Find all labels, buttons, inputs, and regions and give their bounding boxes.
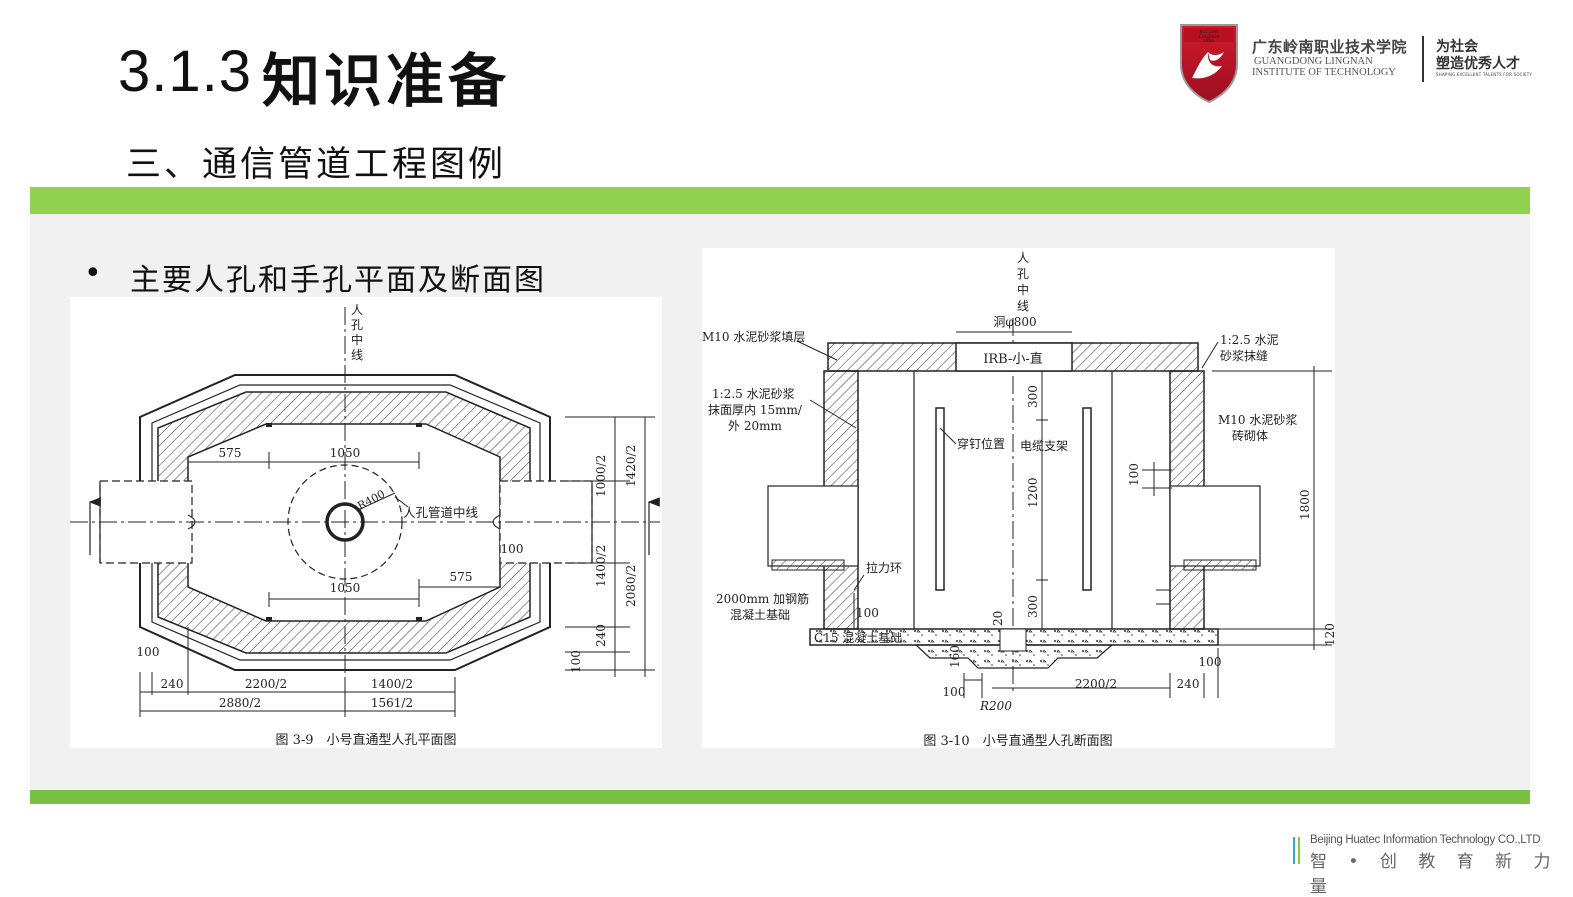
svg-text:300: 300 (1026, 385, 1040, 408)
svg-text:2880/2: 2880/2 (219, 696, 261, 710)
svg-text:R200: R200 (979, 699, 1012, 713)
svg-text:1400/2: 1400/2 (594, 545, 608, 587)
svg-text:线: 线 (1017, 299, 1029, 313)
svg-text:20: 20 (991, 611, 1005, 626)
svg-text:ZHIYE: ZHIYE (1203, 39, 1215, 43)
bottom-green-bar (30, 790, 1530, 804)
svg-text:1:2.5 水泥砂浆: 1:2.5 水泥砂浆 (712, 386, 795, 401)
svg-text:人孔管道中线: 人孔管道中线 (403, 505, 479, 520)
bullet-text: 主要人孔和手孔平面及断面图 (130, 263, 546, 298)
svg-text:孔: 孔 (351, 318, 363, 332)
manhole-section-figure: 人 孔 中 线 洞φ800 IRB-小-直 M10 水泥砂浆填层 1:2.5 水… (702, 248, 1337, 749)
manhole-section-drawing: 人 孔 中 线 洞φ800 IRB-小-直 M10 水泥砂浆填层 1:2.5 水… (702, 251, 1337, 749)
logo-divider (1422, 36, 1424, 82)
section-number: 3.1.3 (118, 39, 252, 104)
svg-text:砖砌体: 砖砌体 (1232, 428, 1268, 443)
svg-text:洞φ800: 洞φ800 (993, 315, 1036, 329)
svg-text:人: 人 (351, 303, 363, 317)
svg-text:M10 水泥砂浆: M10 水泥砂浆 (1218, 412, 1297, 427)
school-name-en-line2: INSTITUTE OF TECHNOLOGY (1252, 67, 1396, 78)
svg-text:100: 100 (856, 606, 879, 620)
svg-text:1050: 1050 (330, 581, 361, 595)
svg-text:拉力环: 拉力环 (866, 560, 902, 575)
footer-company-name: Beijing Huatec Information Technology CO… (1310, 834, 1541, 846)
svg-text:160: 160 (948, 645, 962, 668)
bullet-marker: • (84, 256, 102, 291)
svg-text:电缆支架: 电缆支架 (1020, 439, 1068, 453)
svg-text:100: 100 (1199, 655, 1222, 669)
svg-text:孔: 孔 (1017, 267, 1029, 281)
svg-text:100: 100 (569, 650, 583, 673)
svg-text:混凝土基础: 混凝土基础 (730, 607, 790, 622)
svg-text:100: 100 (1127, 463, 1141, 486)
school-logo: EST.2001 Lingnan ZHIYE 广东岭南职业技术学院 GUANGD… (1178, 22, 1548, 106)
svg-text:100: 100 (501, 542, 524, 556)
svg-text:2200/2: 2200/2 (245, 677, 287, 691)
svg-text:120: 120 (1323, 623, 1335, 646)
svg-text:2080/2: 2080/2 (624, 565, 638, 607)
svg-text:抹面厚内 15mm/: 抹面厚内 15mm/ (708, 403, 803, 417)
section-title: 知识准备 (262, 47, 511, 115)
svg-text:240: 240 (1177, 677, 1200, 691)
figure-left-caption: 图 3-9 小号直通型人孔平面图 (275, 733, 456, 748)
svg-text:C15 混凝土基础: C15 混凝土基础 (814, 630, 902, 645)
logo-slogan-line2: 塑造优秀人才 (1436, 56, 1520, 72)
svg-text:1420/2: 1420/2 (624, 445, 638, 487)
school-name-en-line1: GUANGDONG LINGNAN (1254, 56, 1373, 67)
svg-text:EST.2001: EST.2001 (1199, 29, 1218, 34)
footer-slogan: 智 • 创 教 育 新 力 量 (1310, 852, 1559, 897)
svg-text:M10 水泥砂浆填层: M10 水泥砂浆填层 (702, 329, 805, 344)
svg-text:1561/2: 1561/2 (371, 696, 413, 710)
svg-text:1800: 1800 (1298, 489, 1312, 520)
svg-text:575: 575 (219, 446, 242, 460)
manhole-plan-figure: R400 人孔管道中线 人 孔 中 线 575 1050 1050 575 10… (70, 297, 662, 748)
svg-text:1200: 1200 (1026, 477, 1040, 508)
svg-text:1:2.5 水泥: 1:2.5 水泥 (1220, 333, 1279, 347)
svg-text:1400/2: 1400/2 (371, 677, 413, 691)
svg-text:2000mm 加钢筋: 2000mm 加钢筋 (716, 591, 809, 606)
svg-text:1000/2: 1000/2 (594, 455, 608, 497)
svg-text:Lingnan: Lingnan (1198, 34, 1220, 40)
figure-right-caption: 图 3-10 小号直通型人孔断面图 (923, 734, 1112, 748)
logo-slogan-en: SHAPING EXCELLENT TALENTS FOR SOCIETY (1436, 72, 1533, 77)
svg-text:外 20mm: 外 20mm (728, 419, 782, 433)
svg-text:575: 575 (450, 570, 473, 584)
svg-text:100: 100 (137, 645, 160, 659)
slide-subtitle: 三、通信管道工程图例 (126, 145, 507, 185)
svg-text:240: 240 (594, 624, 608, 647)
svg-text:IRB-小-直: IRB-小-直 (983, 352, 1043, 367)
top-green-bar (30, 187, 1530, 214)
school-name-cn: 广东岭南职业技术学院 (1252, 38, 1408, 56)
svg-text:1050: 1050 (330, 446, 361, 460)
svg-text:穿钉位置: 穿钉位置 (957, 436, 1005, 451)
svg-text:中: 中 (351, 332, 363, 347)
svg-text:砂浆抹缝: 砂浆抹缝 (1220, 348, 1268, 363)
svg-text:300: 300 (1026, 595, 1040, 618)
svg-text:R400: R400 (355, 487, 387, 512)
svg-text:2200/2: 2200/2 (1075, 677, 1117, 691)
svg-text:人: 人 (1017, 251, 1029, 265)
svg-text:线: 线 (351, 348, 363, 362)
svg-text:中: 中 (1017, 282, 1029, 297)
footer-accent-green (1298, 837, 1300, 864)
footer-accent-blue (1293, 837, 1295, 864)
svg-text:240: 240 (161, 677, 184, 691)
svg-text:100: 100 (943, 685, 966, 699)
logo-slogan-line1: 为社会 (1436, 39, 1478, 55)
manhole-plan-drawing: R400 人孔管道中线 人 孔 中 线 575 1050 1050 575 10… (70, 303, 660, 748)
shield-emblem-icon: EST.2001 Lingnan ZHIYE (1180, 24, 1238, 104)
